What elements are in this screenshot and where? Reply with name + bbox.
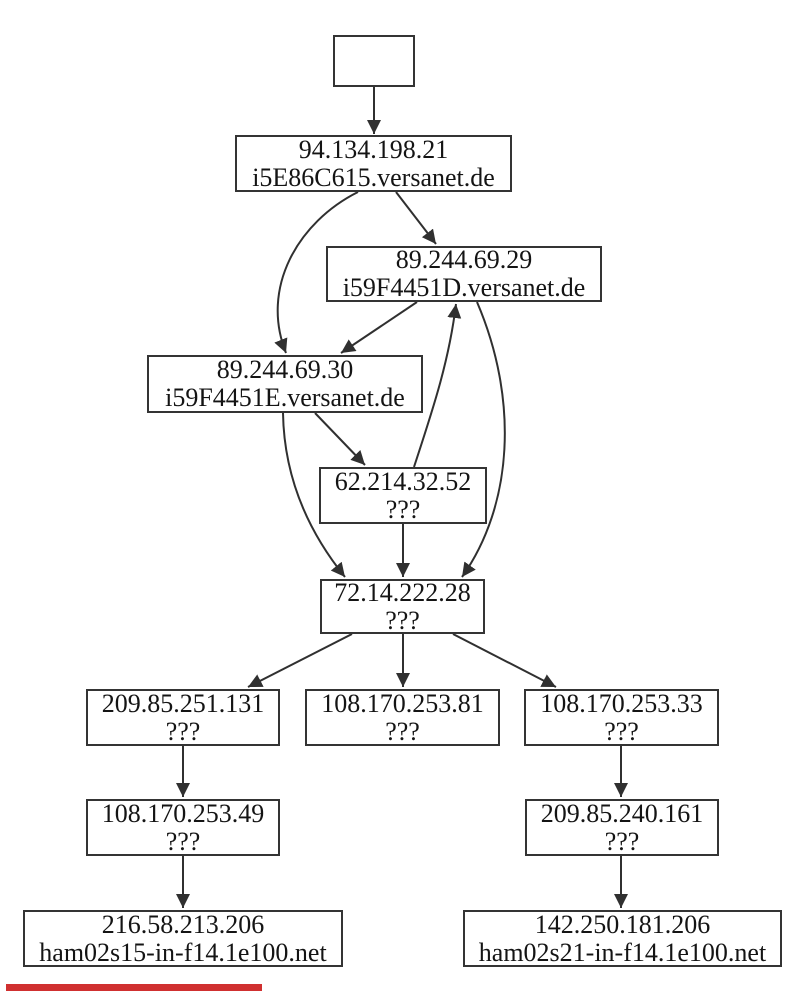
node-72-14-222-28: 72.14.222.28 ??? <box>320 577 485 635</box>
node-host: ??? <box>165 826 201 856</box>
node-ip: 209.85.240.161 <box>540 798 704 828</box>
node-ip: 142.250.181.206 <box>534 909 711 939</box>
node-ip: 209.85.251.131 <box>101 688 265 718</box>
node-host: ham02s15-in-f14.1e100.net <box>39 937 327 967</box>
node-ip: 108.170.253.81 <box>321 688 484 718</box>
node-host: i5E86C615.versanet.de <box>252 162 495 192</box>
node-ip: 216.58.213.206 <box>101 909 265 939</box>
edge-94-134-198-21-to-89-244-69-29 <box>395 191 437 245</box>
edge-89-244-69-29-to-89-244-69-30 <box>340 301 418 354</box>
node-108-170-253-49: 108.170.253.49 ??? <box>86 799 280 856</box>
node-216-58-213-206: 216.58.213.206 ham02s15-in-f14.1e100.net <box>23 910 343 967</box>
node-ip: 89.244.69.30 <box>216 355 354 384</box>
red-highlight-bar <box>6 984 262 991</box>
node-host: ??? <box>385 494 421 524</box>
node-host: ??? <box>604 826 640 856</box>
edge-89-244-69-30-to-72-14-222-28 <box>282 412 346 578</box>
node-142-250-181-206: 142.250.181.206 ham02s21-in-f14.1e100.ne… <box>463 910 782 967</box>
node-start <box>333 35 415 87</box>
edge-94-134-198-21-to-89-244-69-30 <box>274 191 359 354</box>
node-ip: 72.14.222.28 <box>334 577 471 607</box>
edge-89-244-69-30-to-62-214-32-52 <box>314 412 366 466</box>
node-host: ham02s21-in-f14.1e100.net <box>478 937 767 967</box>
node-209-85-251-131: 209.85.251.131 ??? <box>86 689 280 746</box>
node-94-134-198-21: 94.134.198.21 i5E86C615.versanet.de <box>235 135 512 192</box>
node-ip: 89.244.69.29 <box>395 245 533 274</box>
node-89-244-69-29: 89.244.69.29 i59F4451D.versanet.de <box>326 246 602 302</box>
node-209-85-240-161: 209.85.240.161 ??? <box>525 799 719 856</box>
node-ip: 108.170.253.33 <box>540 688 703 718</box>
node-host: ??? <box>385 605 420 635</box>
node-ip: 108.170.253.49 <box>101 798 265 828</box>
edge-62-214-32-52-to-89-244-69-29 <box>413 303 462 468</box>
edge-72-14-222-28-to-209-85-251-131 <box>247 633 353 688</box>
node-108-170-253-33: 108.170.253.33 ??? <box>524 689 719 746</box>
node-ip: 94.134.198.21 <box>298 134 449 164</box>
node-host: ??? <box>165 716 201 746</box>
node-host: ??? <box>604 716 639 746</box>
node-62-214-32-52: 62.214.32.52 ??? <box>319 467 487 524</box>
node-host: i59F4451D.versanet.de <box>342 273 586 302</box>
node-ip: 62.214.32.52 <box>334 466 472 496</box>
node-host: i59F4451E.versanet.de <box>165 383 405 412</box>
node-89-244-69-30: 89.244.69.30 i59F4451E.versanet.de <box>147 355 423 413</box>
edge-72-14-222-28-to-108-170-253-33 <box>452 633 557 688</box>
node-108-170-253-81: 108.170.253.81 ??? <box>305 689 500 746</box>
node-host: ??? <box>385 716 420 746</box>
edge-89-244-69-29-to-72-14-222-28 <box>461 301 506 578</box>
